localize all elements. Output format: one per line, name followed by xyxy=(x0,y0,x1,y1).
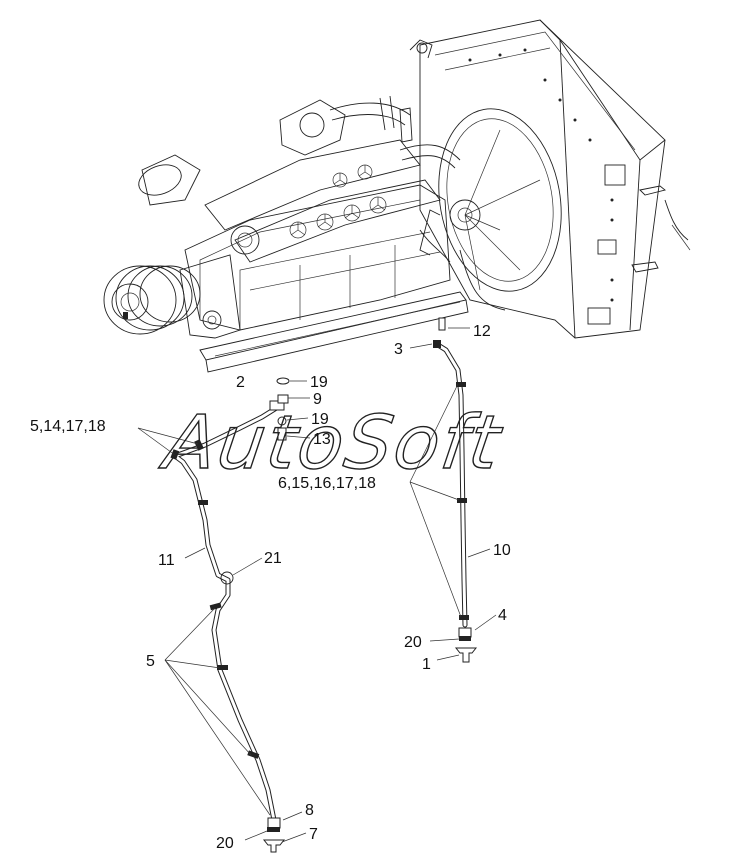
callout-7: 7 xyxy=(309,826,318,843)
callout-1: 1 xyxy=(422,656,431,673)
callout-12: 12 xyxy=(473,323,491,340)
pipe-10-right xyxy=(433,317,478,663)
small-fittings xyxy=(276,377,290,441)
callout-4: 4 xyxy=(498,607,507,624)
engine-assembly-drawing xyxy=(103,19,691,373)
callout-labels: 12 3 2 19 9 19 13 5,14,17,18 6,15,16,17,… xyxy=(30,323,511,852)
callout-20-right: 20 xyxy=(404,634,422,651)
callout-19-second: 19 xyxy=(311,411,329,428)
radiator-drawing xyxy=(409,19,691,339)
callout-5: 5 xyxy=(146,653,155,670)
crank-pulley-drawing xyxy=(103,265,201,335)
callout-11: 11 xyxy=(158,552,175,569)
watermark-text: AutoSoft xyxy=(156,399,508,486)
callout-6-15-16-17-18: 6,15,16,17,18 xyxy=(278,475,376,492)
callout-5-14-17-18: 5,14,17,18 xyxy=(30,418,106,435)
callout-19-top: 19 xyxy=(310,374,328,391)
leader-lines xyxy=(137,327,497,843)
callout-9: 9 xyxy=(313,391,322,408)
callout-2: 2 xyxy=(236,374,245,391)
callout-3: 3 xyxy=(394,341,403,358)
callout-10: 10 xyxy=(493,542,511,559)
callout-20-bottom: 20 xyxy=(216,835,234,852)
callout-13: 13 xyxy=(313,431,331,448)
callout-21: 21 xyxy=(264,550,282,567)
pipe-11-left xyxy=(170,398,286,853)
callout-8: 8 xyxy=(305,802,314,819)
fan-drawing xyxy=(419,108,562,311)
